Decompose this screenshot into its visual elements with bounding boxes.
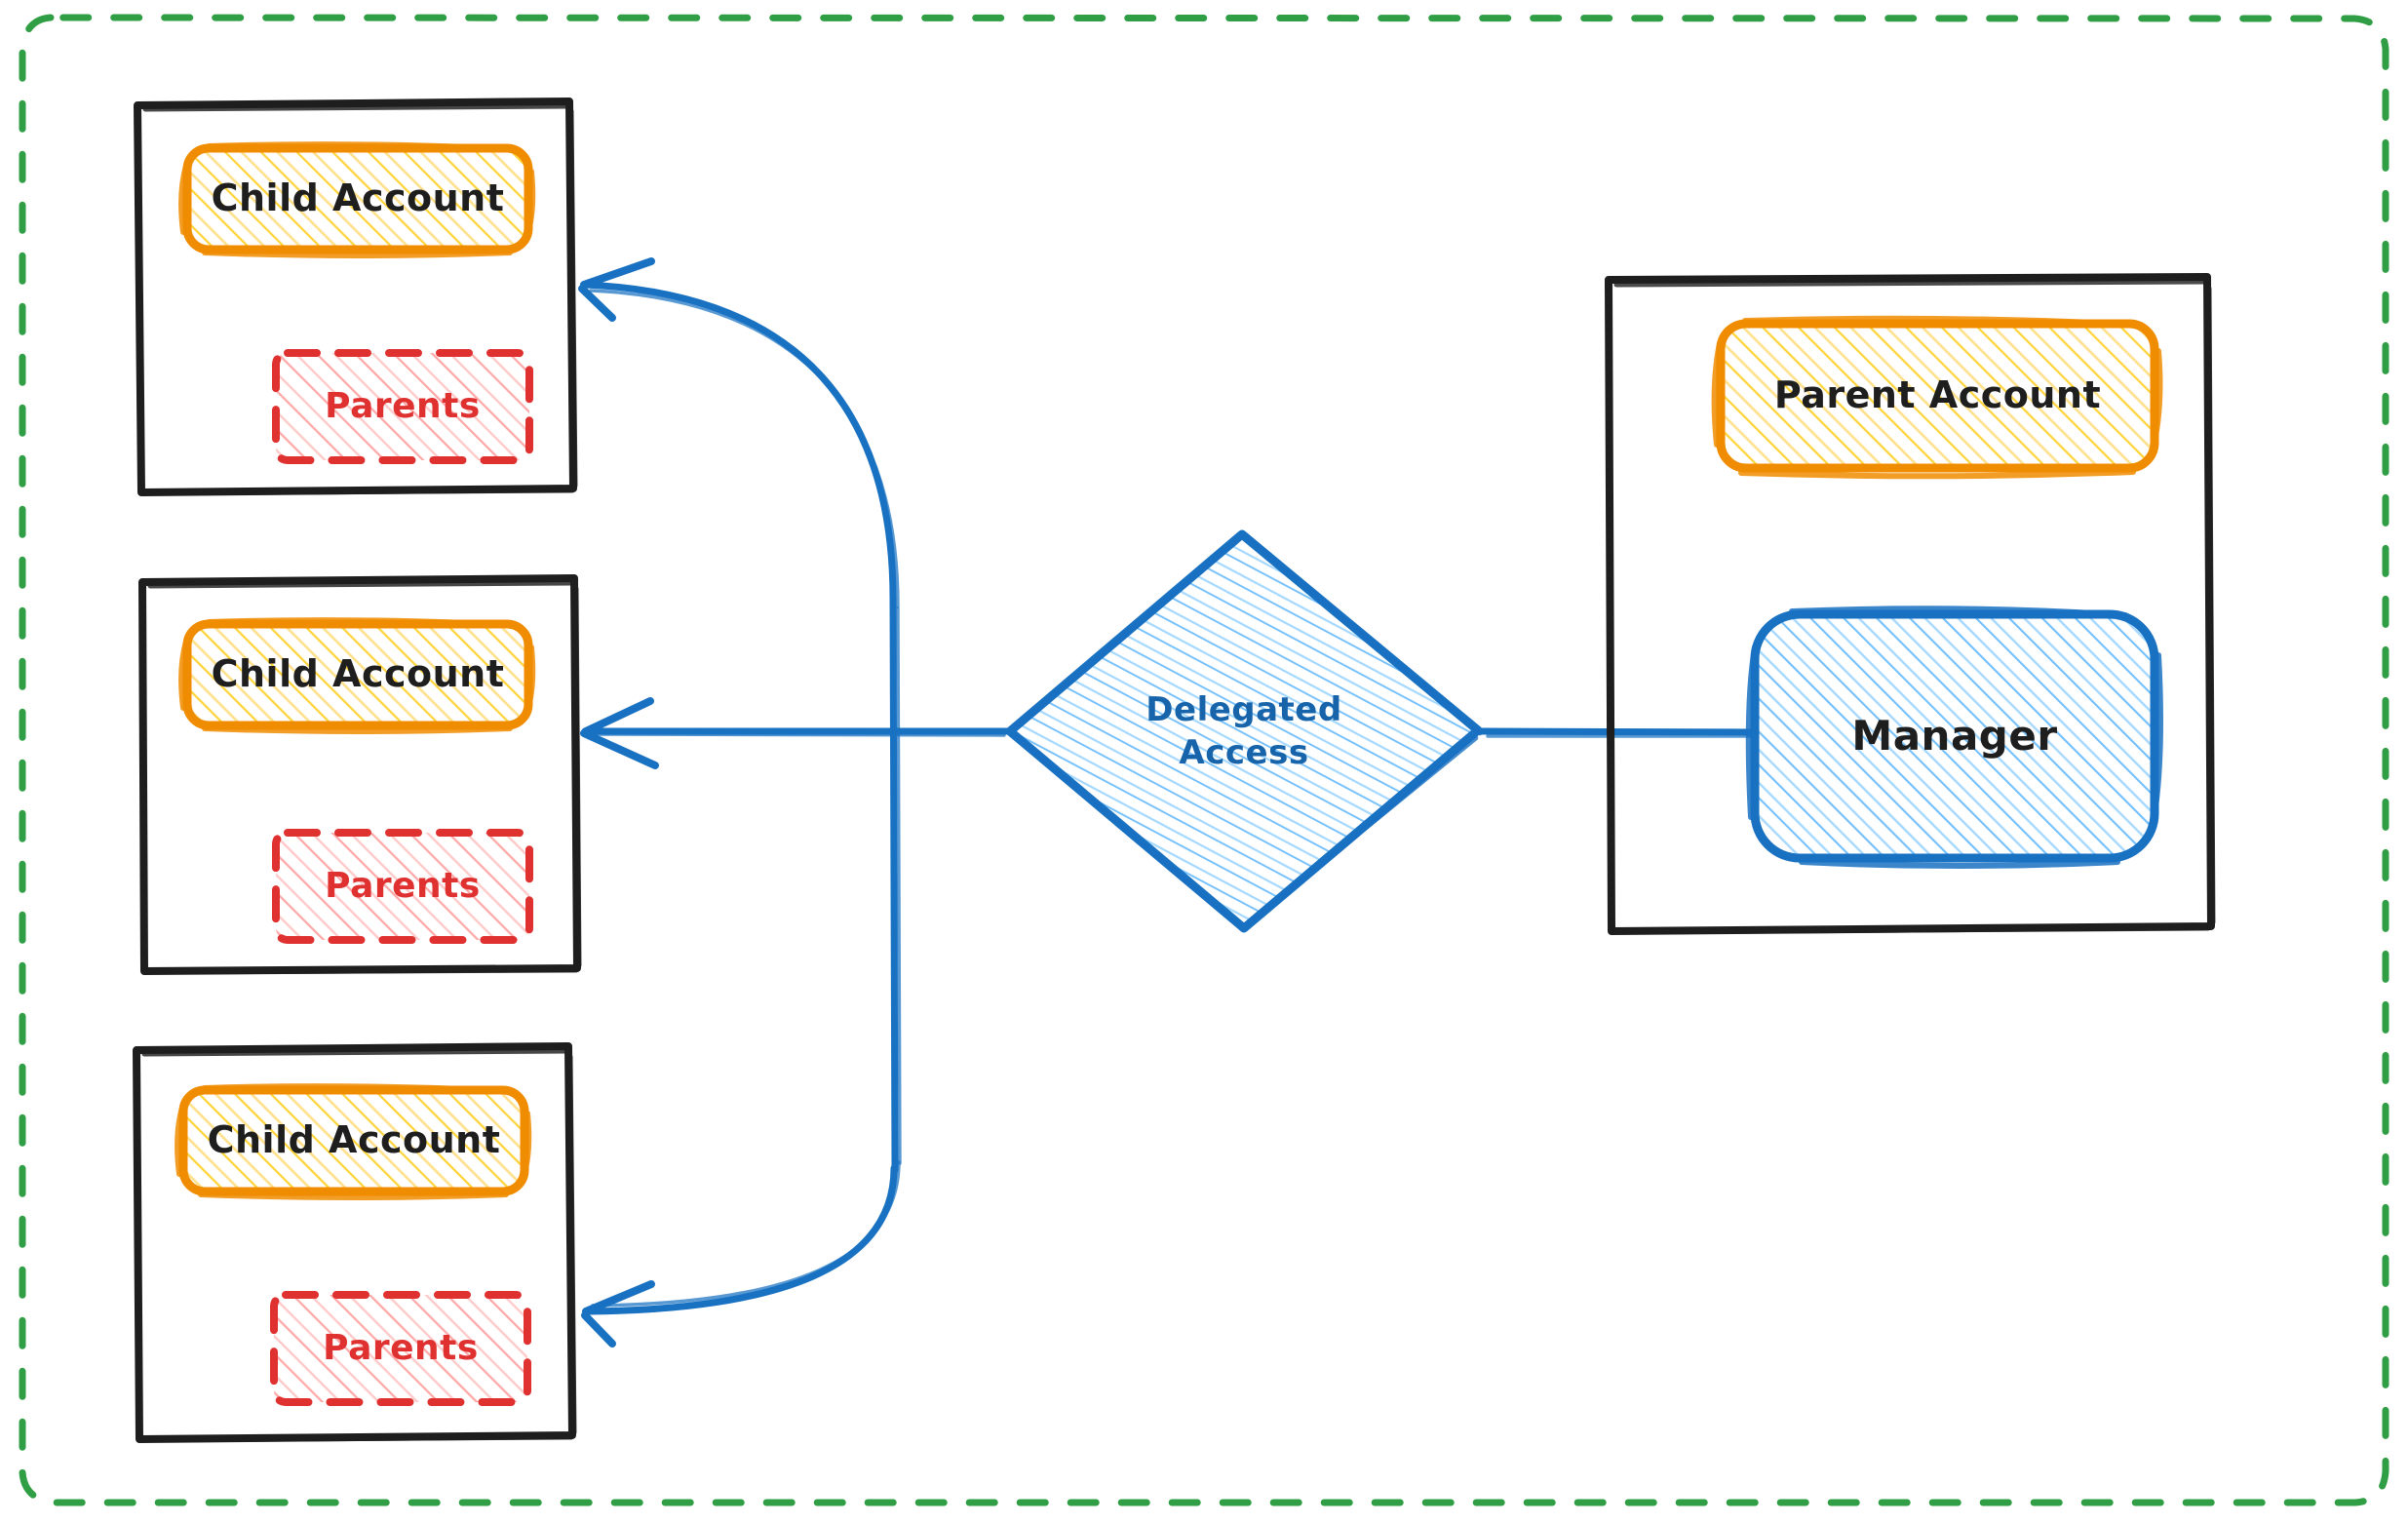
parents-box-3[interactable]: [270, 1291, 531, 1406]
parents-box-1[interactable]: [272, 349, 533, 464]
parents-box-2[interactable]: [272, 829, 533, 944]
connector-riser: [889, 593, 902, 1174]
manager-box[interactable]: [1745, 606, 2163, 869]
connector-to-child-3[interactable]: [581, 1160, 901, 1348]
parent-group[interactable]: [1605, 273, 2216, 935]
parent-account-box[interactable]: [1711, 315, 2163, 480]
connector-to-child-2[interactable]: [580, 697, 1014, 769]
child-account-box-2[interactable]: [178, 617, 536, 734]
connector-group: [578, 257, 1759, 1348]
delegated-access-diamond[interactable]: [1005, 529, 1483, 933]
child-account-box-1[interactable]: [178, 141, 536, 258]
connector-manager-to-diamond[interactable]: [1476, 727, 1759, 738]
child-group-1[interactable]: [134, 98, 578, 496]
connector-to-child-1[interactable]: [578, 257, 900, 608]
child-group-3[interactable]: [133, 1042, 577, 1443]
child-group-2[interactable]: [138, 574, 582, 975]
organization-boundary: [19, 14, 2389, 1506]
child-account-box-3[interactable]: [175, 1083, 532, 1200]
